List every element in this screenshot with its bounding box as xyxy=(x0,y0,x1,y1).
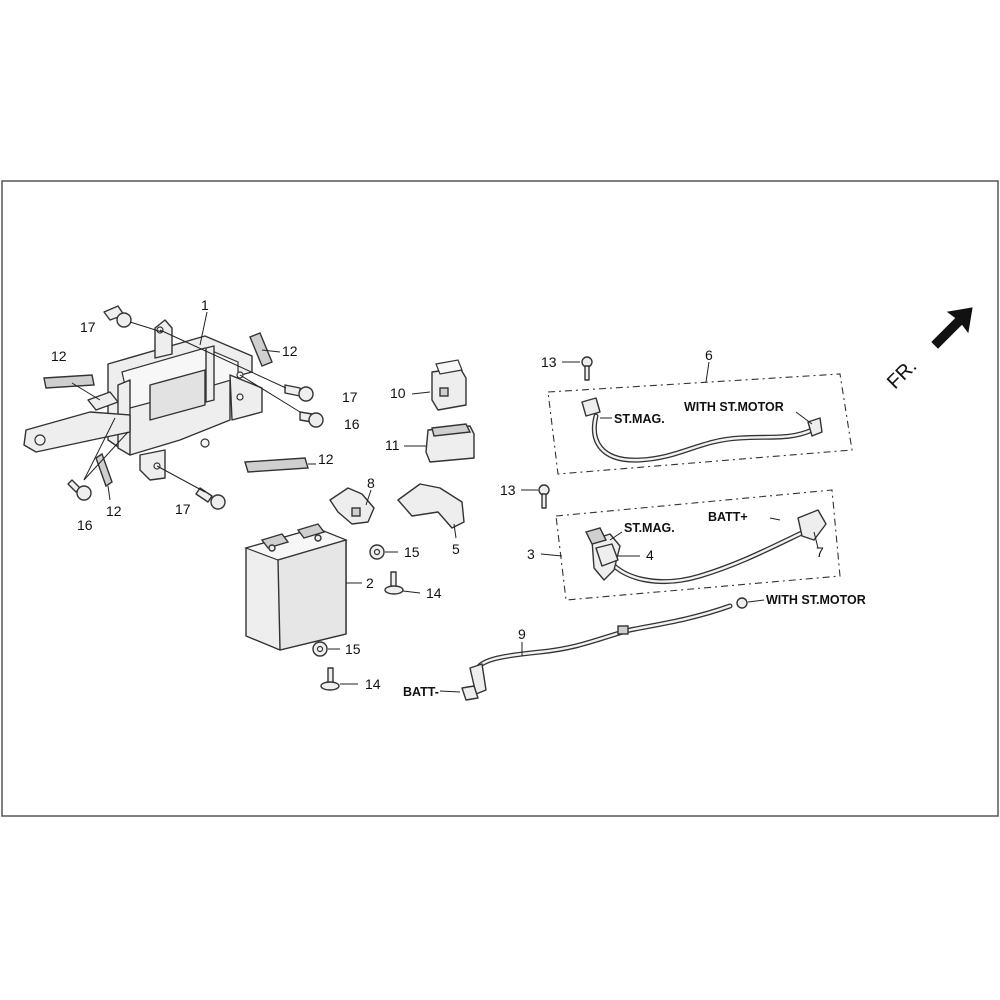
bolt-17-bottom xyxy=(195,487,226,510)
label-st-mag-upper: ST.MAG. xyxy=(614,412,665,426)
label-batt-minus: BATT- xyxy=(403,685,439,699)
strip-12-top xyxy=(249,332,273,367)
callout-15-upper: 15 xyxy=(404,544,420,560)
bolt-17-top xyxy=(103,305,132,328)
callout-3: 3 xyxy=(527,546,535,562)
callout-16-left: 16 xyxy=(77,517,93,533)
callout-1: 1 xyxy=(201,297,209,313)
callout-12-top: 12 xyxy=(282,343,298,359)
terminal-cover-4 xyxy=(595,543,619,567)
callout-8: 8 xyxy=(367,475,375,491)
callout-17-top: 17 xyxy=(80,319,96,335)
battery xyxy=(244,523,348,651)
nut-15-lower xyxy=(312,641,328,657)
label-st-mag-lower: ST.MAG. xyxy=(624,521,675,535)
callout-9: 9 xyxy=(518,626,526,642)
strip-12-left xyxy=(43,374,95,389)
label-batt-plus: BATT+ xyxy=(708,510,748,524)
callout-15-lower: 15 xyxy=(345,641,361,657)
strip-12-right xyxy=(244,457,309,473)
nut-15-upper xyxy=(369,544,385,560)
callout-17-right: 17 xyxy=(342,389,358,405)
screw-13-lower xyxy=(538,484,550,509)
label-with-st-motor-lower: WITH ST.MOTOR xyxy=(766,593,866,607)
callout-2: 2 xyxy=(366,575,374,591)
callout-10: 10 xyxy=(390,385,406,401)
label-with-st-motor-upper: WITH ST.MOTOR xyxy=(684,400,784,414)
bolt-16-right xyxy=(299,411,324,428)
callout-16-right: 16 xyxy=(344,416,360,432)
clamp-8 xyxy=(329,487,375,525)
callout-4: 4 xyxy=(646,547,654,563)
callout-5: 5 xyxy=(452,541,460,557)
cable-3 xyxy=(584,509,827,584)
bolt-16-left xyxy=(67,479,92,501)
callout-12-left: 12 xyxy=(51,348,67,364)
callout-7: 7 xyxy=(816,544,824,560)
callout-13-lower: 13 xyxy=(500,482,516,498)
group-3-outline xyxy=(555,489,841,601)
callout-12-right: 12 xyxy=(318,451,334,467)
front-direction-arrow xyxy=(931,307,973,349)
group-6-outline xyxy=(547,373,853,475)
callout-13-upper: 13 xyxy=(541,354,557,370)
screw-14-upper xyxy=(384,571,404,595)
cable-6 xyxy=(581,397,823,463)
screw-13-upper xyxy=(581,356,593,381)
callout-11: 11 xyxy=(385,437,400,453)
callout-17-bottom: 17 xyxy=(175,501,191,517)
callout-14-upper: 14 xyxy=(426,585,442,601)
bolt-17-right xyxy=(284,384,314,402)
callout-12-bottom: 12 xyxy=(106,503,122,519)
bracket-5 xyxy=(397,483,465,529)
starter-relay-10 xyxy=(431,359,467,411)
screw-14-lower xyxy=(320,667,340,691)
callout-6: 6 xyxy=(705,347,713,363)
diagram-frame xyxy=(1,180,999,817)
relay-cover-11 xyxy=(425,423,475,463)
cable-9 xyxy=(461,597,748,701)
callout-14-lower: 14 xyxy=(365,676,381,692)
battery-box xyxy=(23,319,263,481)
